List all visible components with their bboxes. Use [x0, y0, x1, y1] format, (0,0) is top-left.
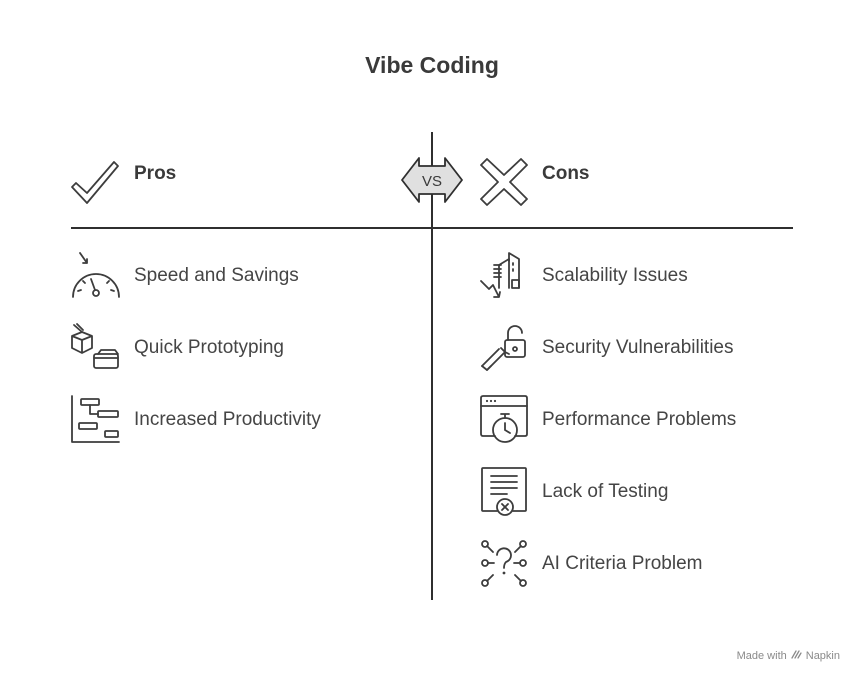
pros-item-speed: Speed and Savings [134, 265, 299, 286]
browser-stopwatch-icon [479, 394, 531, 446]
napkin-logo-icon [791, 649, 802, 663]
speedometer-icon [70, 251, 122, 303]
footer-made-with: Made with [736, 650, 787, 662]
cons-heading: Cons [542, 163, 590, 184]
page-title: Vibe Coding [365, 52, 499, 78]
pros-heading: Pros [134, 163, 177, 184]
vs-label: VS [422, 173, 442, 190]
vertical-divider [431, 132, 433, 600]
question-network-icon [479, 538, 531, 590]
vs-badge: VS [401, 154, 463, 206]
cons-item-performance: Performance Problems [542, 409, 737, 430]
boxes-icon [70, 322, 122, 374]
rejected-document-icon [479, 466, 531, 518]
footer-brand: Napkin [805, 650, 840, 662]
cons-item-security: Security Vulnerabilities [542, 337, 734, 358]
pros-item-productivity: Increased Productivity [134, 409, 321, 430]
declining-building-icon [479, 251, 531, 303]
check-icon [70, 157, 122, 209]
gantt-chart-icon [70, 394, 122, 446]
cons-item-ai-criteria: AI Criteria Problem [542, 553, 703, 574]
footer-credit: Made with Napkin [737, 649, 840, 663]
cross-icon [479, 157, 531, 209]
cons-item-scalability: Scalability Issues [542, 265, 688, 286]
horizontal-divider [71, 227, 793, 229]
pros-item-prototyping: Quick Prototyping [134, 337, 284, 358]
cons-item-testing: Lack of Testing [542, 481, 669, 502]
unlocked-padlock-icon [479, 322, 531, 374]
